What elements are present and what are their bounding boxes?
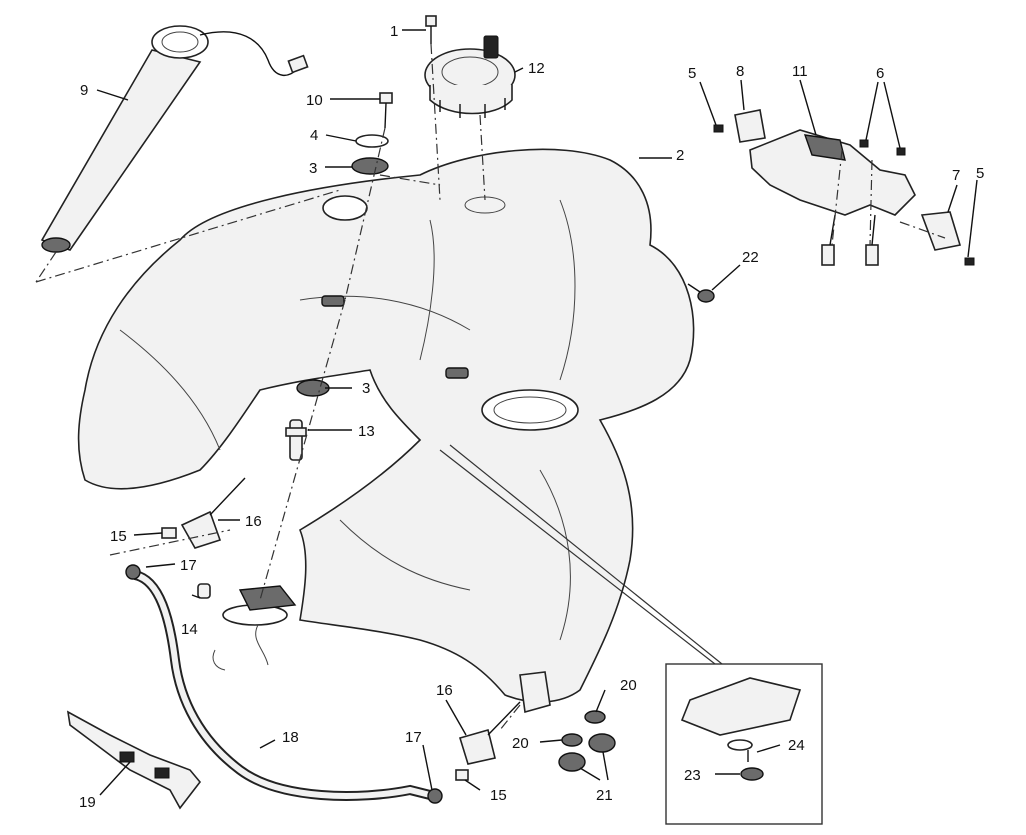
bolt-1 [425, 15, 437, 44]
part-label-16-right: 16 [436, 682, 453, 699]
leader-lines [96, 29, 978, 796]
part-label-13: 13 [358, 423, 375, 440]
fuel-tap-right [455, 701, 521, 781]
part-label-15-right: 15 [490, 787, 507, 804]
part-label-6: 6 [876, 65, 884, 82]
bracket-19 [66, 710, 202, 810]
part-label-16-left: 16 [245, 513, 262, 530]
part-label-24: 24 [788, 737, 805, 754]
pin-13 [285, 419, 307, 461]
part-label-23: 23 [684, 767, 701, 784]
grommet-3-lower [296, 379, 330, 397]
part-label-20-lower: 20 [512, 735, 529, 752]
clip-14 [197, 583, 211, 599]
part-label-17-left: 17 [180, 557, 197, 574]
fuel-breather-hose [125, 564, 443, 804]
part-number-labels: 1 2 3 3 4 5 5 6 7 8 9 10 11 12 13 14 15 … [79, 23, 984, 811]
part-label-7: 7 [952, 167, 960, 184]
filler-cap [424, 35, 516, 118]
part-label-3-lower: 3 [362, 380, 370, 397]
part-label-14: 14 [181, 621, 198, 638]
part-label-21: 21 [596, 787, 613, 804]
part-label-10: 10 [306, 92, 323, 109]
rubber-mounts [558, 710, 616, 772]
part-label-2: 2 [676, 147, 684, 164]
detail-inset [665, 663, 823, 825]
part-label-5-right: 5 [976, 165, 984, 182]
grommet-3-upper [322, 157, 389, 221]
part-label-17-right: 17 [405, 729, 422, 746]
part-label-20-upper: 20 [620, 677, 637, 694]
part-label-18: 18 [282, 729, 299, 746]
part-label-3-upper: 3 [309, 160, 317, 177]
rear-bracket-assembly [713, 109, 975, 266]
bolt-10 [379, 92, 393, 129]
part-label-4: 4 [310, 127, 318, 144]
fuel-tap-left [161, 477, 246, 549]
part-label-5-left: 5 [688, 65, 696, 82]
part-label-22: 22 [742, 249, 759, 266]
part-label-8: 8 [736, 63, 744, 80]
part-label-15-left: 15 [110, 528, 127, 545]
fuel-level-sensor [40, 25, 309, 253]
part-label-12: 12 [528, 60, 545, 77]
part-label-11: 11 [792, 63, 808, 80]
fuel-tank [77, 148, 695, 714]
bolt-22 [687, 283, 715, 303]
drain-fitting [212, 585, 297, 671]
part-label-19: 19 [79, 794, 96, 811]
assembly-lines [35, 43, 946, 731]
part-label-9: 9 [80, 82, 88, 99]
part-label-1: 1 [390, 23, 398, 40]
